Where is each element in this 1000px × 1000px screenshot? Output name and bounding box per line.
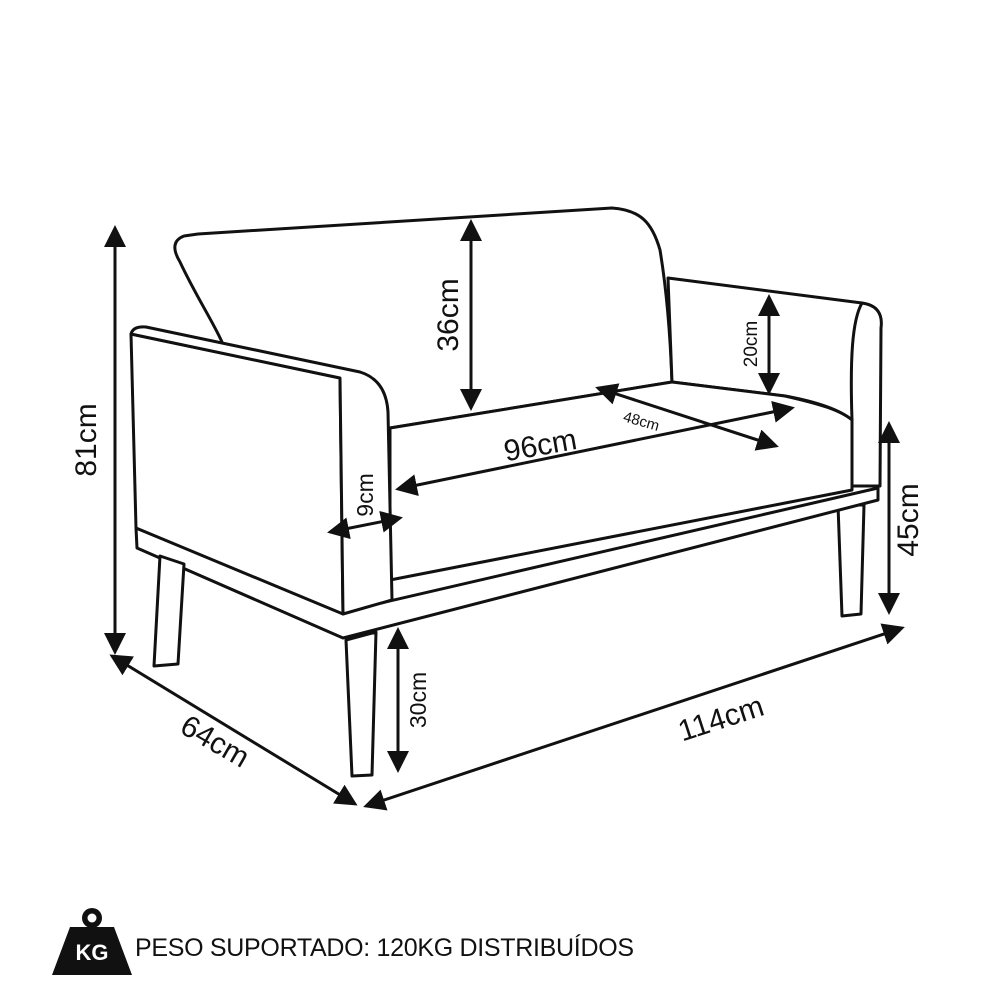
leg-height-label: 30cm <box>405 672 431 728</box>
width-line <box>363 623 905 811</box>
sofa-drawing <box>129 206 883 778</box>
dimension-lines <box>104 219 905 811</box>
weight-kg-icon: KG <box>52 908 132 975</box>
armrest-width-label: 9cm <box>352 473 378 516</box>
weight-badge-label: KG <box>76 940 109 965</box>
armrest-width-line <box>327 510 403 540</box>
total-height-label: 81cm <box>70 403 103 476</box>
front-center-leg <box>344 630 378 778</box>
front-left-leg <box>152 554 186 668</box>
seat-height-label: 45cm <box>892 483 925 556</box>
weight-capacity-caption: PESO SUPORTADO: 120KG DISTRIBUÍDOS <box>135 934 634 962</box>
seat-width-line <box>395 401 795 496</box>
backrest-height-label: 36cm <box>432 278 465 351</box>
left-armrest-side <box>129 325 394 616</box>
armrest-height-label: 20cm <box>741 321 762 367</box>
depth-line <box>109 654 358 806</box>
back-right-leg <box>836 503 866 618</box>
